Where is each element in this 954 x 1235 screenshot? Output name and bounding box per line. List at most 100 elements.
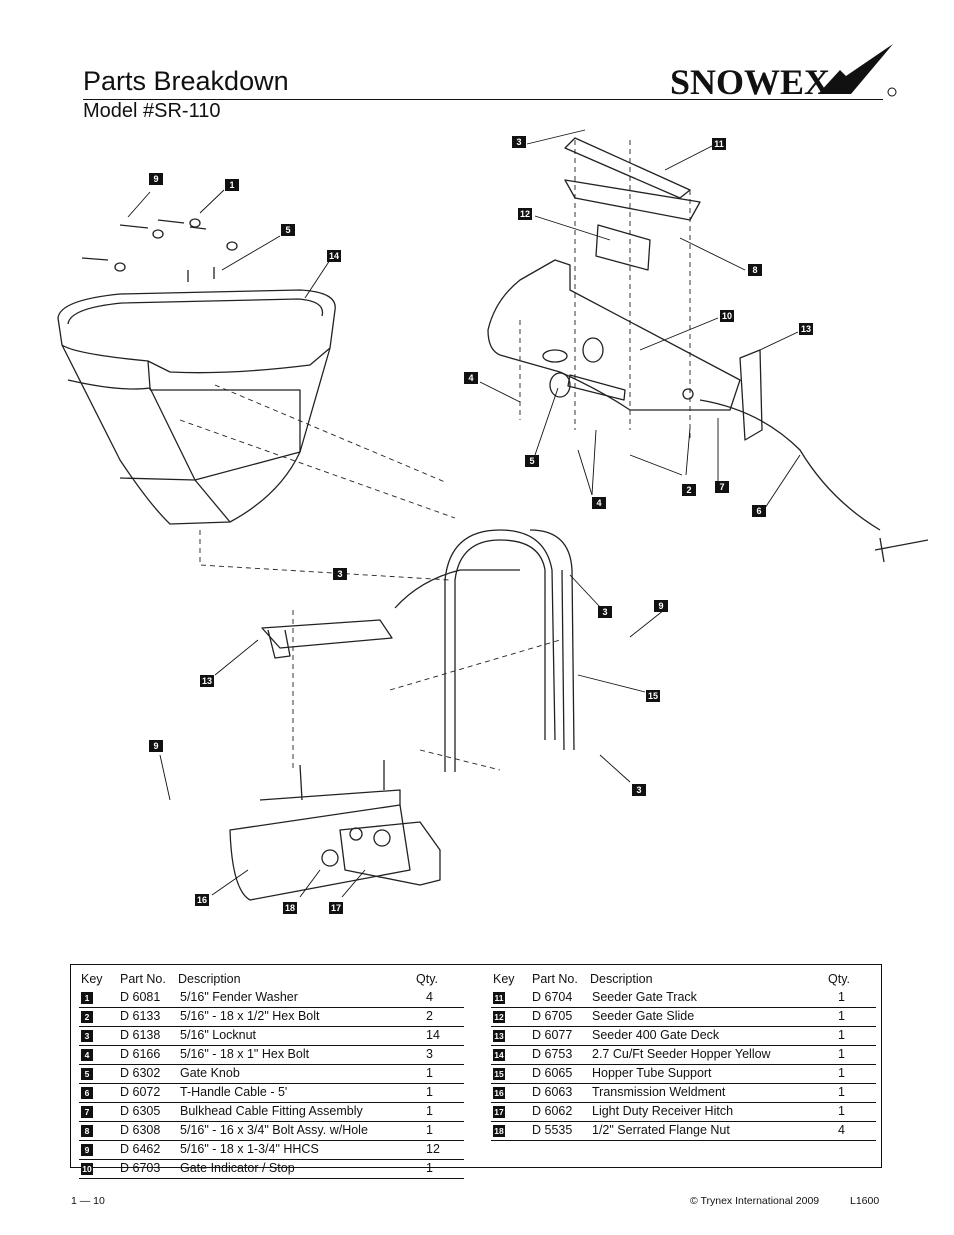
copyright: © Trynex International 2009 xyxy=(690,1195,820,1207)
callout-5: 5 xyxy=(281,224,295,236)
transmission-drawing xyxy=(229,760,441,901)
part-number: D 6133 xyxy=(120,1009,161,1023)
header-qty: Qty. xyxy=(828,972,850,986)
callout-4: 4 xyxy=(592,497,606,509)
part-qty: 1 xyxy=(426,1161,433,1175)
part-number: D 6072 xyxy=(120,1085,161,1099)
part-key: 2 xyxy=(81,1011,93,1023)
part-key: 12 xyxy=(493,1011,505,1023)
document-code: L1600 xyxy=(850,1195,880,1207)
part-qty: 1 xyxy=(838,1085,845,1099)
part-description: 2.7 Cu/Ft Seeder Hopper Yellow xyxy=(592,1047,771,1061)
header-desc: Description xyxy=(178,972,241,986)
callout-18: 18 xyxy=(283,902,297,914)
part-qty: 2 xyxy=(426,1009,433,1023)
part-qty: 14 xyxy=(426,1028,440,1042)
part-key: 4 xyxy=(81,1049,93,1061)
tube-support-drawing xyxy=(444,529,575,772)
part-key: 8 xyxy=(81,1125,93,1137)
table-header: Key Part No. Description Qty. xyxy=(79,971,464,989)
header-desc: Description xyxy=(590,972,653,986)
part-number: D 6062 xyxy=(532,1104,573,1118)
logo-text: SNOWEX xyxy=(670,62,830,102)
part-description: 5/16" - 18 x 1/2" Hex Bolt xyxy=(180,1009,320,1023)
callout-9: 9 xyxy=(149,740,163,752)
hardware-top-left xyxy=(81,218,238,282)
gate-deck-lower-drawing xyxy=(261,569,520,659)
part-number: D 6703 xyxy=(120,1161,161,1175)
part-qty: 1 xyxy=(838,1009,845,1023)
part-qty: 3 xyxy=(426,1047,433,1061)
part-description: Seeder Gate Slide xyxy=(592,1009,695,1023)
part-description: Transmission Weldment xyxy=(592,1085,726,1099)
part-qty: 1 xyxy=(838,1104,845,1118)
title-rule xyxy=(83,99,883,100)
exploded-parts-diagram xyxy=(57,129,929,901)
callout-15: 15 xyxy=(646,690,660,702)
part-number: D 6138 xyxy=(120,1028,161,1042)
part-key: 3 xyxy=(81,1030,93,1042)
part-description: Seeder Gate Track xyxy=(592,990,697,1004)
part-description: Gate Indicator / Stop xyxy=(180,1161,295,1175)
part-description: Seeder 400 Gate Deck xyxy=(592,1028,720,1042)
part-key: 16 xyxy=(493,1087,505,1099)
callout-6: 6 xyxy=(752,505,766,517)
callout-13: 13 xyxy=(799,323,813,335)
part-qty: 1 xyxy=(838,1028,845,1042)
part-number: D 6753 xyxy=(532,1047,573,1061)
callout-11: 11 xyxy=(712,138,726,150)
header-key: Key xyxy=(493,972,515,986)
part-qty: 1 xyxy=(426,1123,433,1137)
callout-9: 9 xyxy=(149,173,163,185)
part-description: Hopper Tube Support xyxy=(592,1066,712,1080)
part-key: 18 xyxy=(493,1125,505,1137)
part-number: D 5535 xyxy=(532,1123,573,1137)
part-number: D 6063 xyxy=(532,1085,573,1099)
part-qty: 1 xyxy=(426,1085,433,1099)
callout-1: 1 xyxy=(225,179,239,191)
part-description: 1/2" Serrated Flange Nut xyxy=(592,1123,730,1137)
part-description: Light Duty Receiver Hitch xyxy=(592,1104,734,1118)
callout-13: 13 xyxy=(200,675,214,687)
callout-5: 5 xyxy=(525,455,539,467)
part-number: D 6462 xyxy=(120,1142,161,1156)
table-row: 2 D 6133 5/16" - 18 x 1/2" Hex Bolt 2 xyxy=(79,1008,464,1027)
part-qty: 1 xyxy=(426,1066,433,1080)
callout-3: 3 xyxy=(598,606,612,618)
part-number: D 6302 xyxy=(120,1066,161,1080)
callout-17: 17 xyxy=(329,902,343,914)
part-description: T-Handle Cable - 5' xyxy=(180,1085,288,1099)
part-qty: 12 xyxy=(426,1142,440,1156)
part-qty: 1 xyxy=(426,1104,433,1118)
table-header: Key Part No. Description Qty. xyxy=(491,971,876,989)
part-description: 5/16" Locknut xyxy=(180,1028,257,1042)
table-row: 3 D 6138 5/16" Locknut 14 xyxy=(79,1027,464,1046)
callout-3: 3 xyxy=(632,784,646,796)
part-key: 7 xyxy=(81,1106,93,1118)
part-number: D 6081 xyxy=(120,990,161,1004)
table-row: 16 D 6063 Transmission Weldment 1 xyxy=(491,1084,876,1103)
part-description: Gate Knob xyxy=(180,1066,240,1080)
table-row: 5 D 6302 Gate Knob 1 xyxy=(79,1065,464,1084)
part-key: 13 xyxy=(493,1030,505,1042)
header-part: Part No. xyxy=(120,972,166,986)
header-qty: Qty. xyxy=(416,972,438,986)
table-row: 10 D 6703 Gate Indicator / Stop 1 xyxy=(79,1160,464,1179)
table-row: 17 D 6062 Light Duty Receiver Hitch 1 xyxy=(491,1103,876,1122)
part-key: 1 xyxy=(81,992,93,1004)
callout-2: 2 xyxy=(682,484,696,496)
part-key: 17 xyxy=(493,1106,505,1118)
parts-table-left: Key Part No. Description Qty. 1 D 6081 5/1… xyxy=(79,971,464,1179)
part-key: 5 xyxy=(81,1068,93,1080)
callout-8: 8 xyxy=(748,264,762,276)
part-key: 10 xyxy=(81,1163,93,1175)
